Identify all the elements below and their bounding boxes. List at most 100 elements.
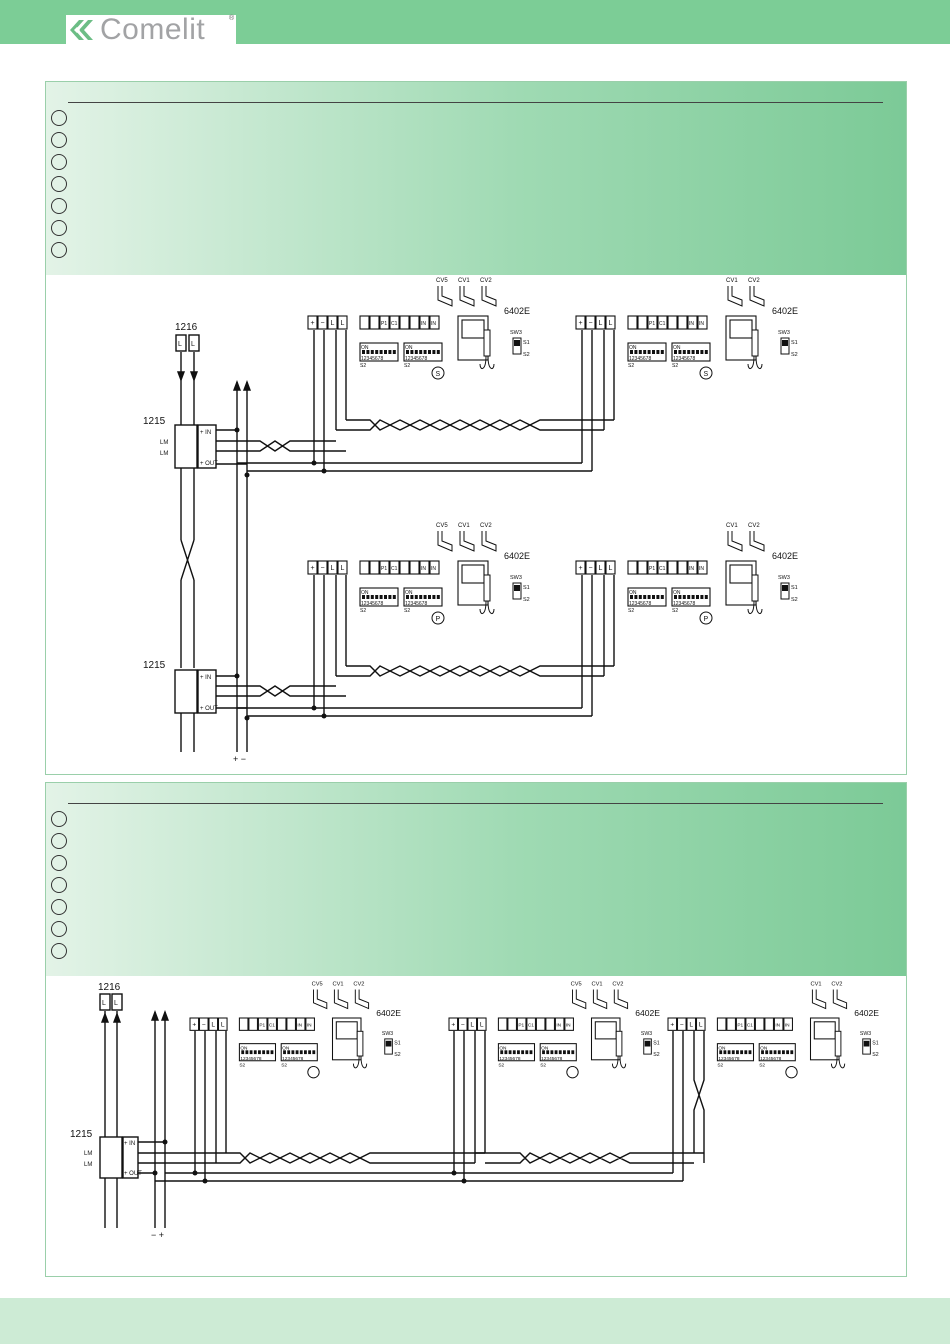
terminal-label: C1 xyxy=(391,566,398,572)
cv-label: CV5 xyxy=(312,982,323,988)
dip-lever xyxy=(500,1050,504,1055)
terminal-block xyxy=(627,315,638,330)
terminal-label: IN xyxy=(699,321,704,327)
terminal-label: P1 xyxy=(381,566,387,572)
dip-digits: 12345678 xyxy=(282,1056,303,1062)
dip-lever xyxy=(782,1050,785,1055)
cv-label: CV1 xyxy=(458,523,470,529)
terminal-block xyxy=(189,1017,200,1031)
dip-digits: 12345678 xyxy=(405,356,427,362)
dip-lever xyxy=(696,595,699,599)
terminal-block xyxy=(637,315,648,330)
handset-cord xyxy=(479,600,495,614)
dip-lever xyxy=(700,350,704,354)
dip-lever xyxy=(375,350,379,354)
handset-icon xyxy=(483,574,491,602)
mode-circle xyxy=(699,366,713,380)
step-marker-1 xyxy=(51,110,67,126)
terminal-block xyxy=(647,315,658,330)
terminal-block xyxy=(327,560,338,575)
junction-dot xyxy=(162,1139,168,1145)
terminal-block xyxy=(337,560,348,575)
dip-lever xyxy=(410,595,414,599)
dip-digits: 12345678 xyxy=(629,356,651,362)
cv-connector-icon xyxy=(727,286,743,307)
terminal-block xyxy=(295,1017,306,1031)
terminal-label: − xyxy=(321,565,325,572)
terminal-label: L xyxy=(599,320,603,327)
handset-cord xyxy=(747,355,763,369)
handset-cord xyxy=(830,1055,846,1069)
dip-lever xyxy=(262,1050,266,1055)
terminal-label: C1 xyxy=(528,1023,534,1029)
dip-name-label: S2 xyxy=(628,608,634,614)
dip-lever xyxy=(253,1050,257,1055)
dip-lever xyxy=(384,595,387,599)
dip-lever xyxy=(370,350,374,354)
cv-connector-icon xyxy=(811,989,827,1010)
dip-lever xyxy=(643,350,647,354)
dip-lever xyxy=(571,1050,575,1055)
terminal-block xyxy=(257,1017,268,1031)
cv-label: CV1 xyxy=(592,982,603,988)
terminal-block xyxy=(677,315,688,330)
terminal-block xyxy=(516,1017,527,1031)
dip-digits: 12345678 xyxy=(499,1056,520,1062)
terminal-label: IN xyxy=(689,566,694,572)
bus-code-label: 1215 xyxy=(70,1129,93,1140)
dip-lever xyxy=(258,1050,261,1055)
step-marker-2 xyxy=(51,132,67,148)
dip-lever xyxy=(554,1050,558,1055)
dip-name-label: S2 xyxy=(717,1062,723,1068)
dip-lever xyxy=(436,350,440,354)
terminal-block xyxy=(627,560,638,575)
terminal-label: L xyxy=(331,320,335,327)
terminal-block xyxy=(667,560,678,575)
dip-name-label: S2 xyxy=(404,363,410,369)
dip-lever xyxy=(691,350,695,354)
terminal-block xyxy=(467,1017,478,1031)
junction-dot xyxy=(202,1178,208,1184)
terminal-block xyxy=(359,315,370,330)
terminal-label: − xyxy=(321,320,325,327)
terminal-block xyxy=(276,1017,287,1031)
step-marker-5 xyxy=(51,899,67,915)
dip-name-label: S2 xyxy=(360,608,366,614)
terminal-block xyxy=(429,560,440,575)
step-marker-7 xyxy=(51,943,67,959)
terminal-block xyxy=(497,1017,508,1031)
power-polarity-label: + − xyxy=(233,754,246,764)
cv-connector-icon xyxy=(832,989,848,1010)
dip-digits: 12345678 xyxy=(405,601,427,607)
cv-label: CV2 xyxy=(831,982,842,988)
terminal-block xyxy=(389,560,400,575)
sw3-label: SW3 xyxy=(778,575,790,581)
terminal-block xyxy=(686,1017,697,1031)
dip-name-label: S2 xyxy=(628,363,634,369)
dip-lever xyxy=(504,1050,508,1055)
cv-connector-icon xyxy=(727,531,743,552)
sw3-s1-label: S1 xyxy=(653,1041,659,1047)
dip-lever xyxy=(550,1050,554,1055)
sw3-s1-label: S1 xyxy=(523,585,530,591)
dip-switch xyxy=(403,342,443,362)
terminal-label: L xyxy=(470,1022,474,1029)
dip-switch xyxy=(671,587,711,607)
cv-label: CV2 xyxy=(480,278,492,284)
dip-lever xyxy=(660,595,664,599)
terminal-block xyxy=(337,315,348,330)
terminal-block xyxy=(399,315,410,330)
sw3-s2-label: S2 xyxy=(872,1052,878,1058)
dip-on-label: ON xyxy=(361,345,369,351)
bottom-footer-bar xyxy=(0,1298,950,1344)
step-marker-3 xyxy=(51,855,67,871)
dip-lever xyxy=(392,595,396,599)
terminal-block xyxy=(409,315,420,330)
bus-wiring xyxy=(216,330,615,717)
dip-lever xyxy=(704,595,708,599)
sw3-lever xyxy=(782,340,788,346)
terminal-label: L xyxy=(341,320,345,327)
